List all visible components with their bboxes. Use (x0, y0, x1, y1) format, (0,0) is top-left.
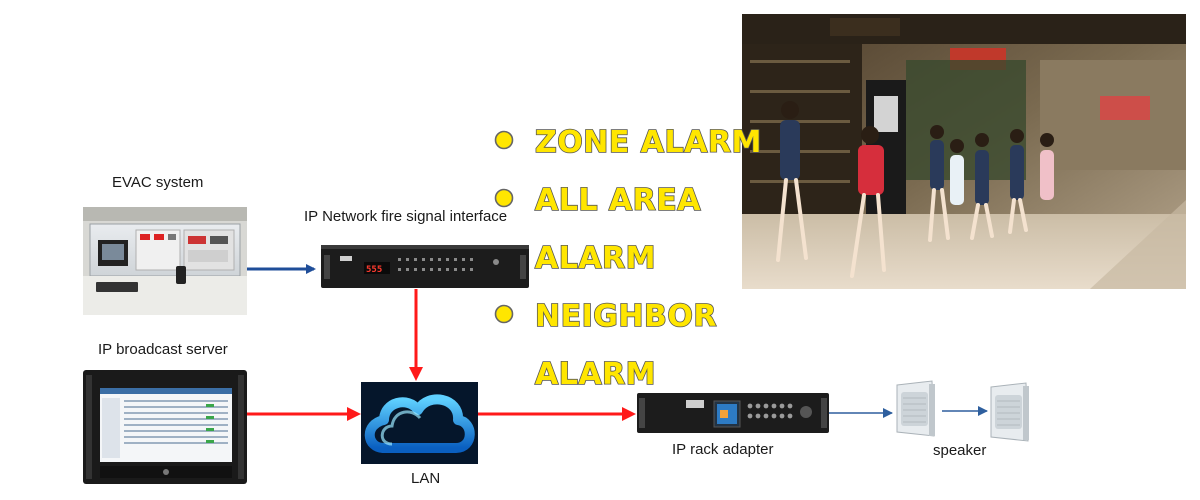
speaker-label: speaker (933, 442, 987, 459)
alarm-mode-item: NEIGHBOR ALARM (494, 298, 717, 393)
alarm-mode-list: ZONE ALARM ALL AREA ALARM NEIGHBOR ALARM (494, 124, 762, 393)
evac-system-image (83, 207, 247, 315)
fire-signal-interface-label: IP Network fire signal interface (304, 208, 508, 225)
device-display-readout: 555 (366, 265, 382, 275)
fire-signal-interface-device: 555 (321, 245, 529, 288)
bullet-dot-icon (494, 304, 514, 324)
lan-label: LAN (411, 470, 441, 487)
broadcast-server-device (83, 370, 247, 484)
bullet-dot-icon (494, 188, 514, 208)
rack-adapter-device (637, 393, 829, 433)
wall-speaker-icon (990, 382, 1029, 442)
bullet-dot-icon (494, 130, 514, 150)
shopping-mall-photo (742, 14, 1186, 289)
alarm-mode-line: ALARM (535, 241, 656, 276)
wall-speaker-icon (896, 380, 935, 437)
rack-adapter-label: IP rack adapter (672, 441, 774, 458)
alarm-mode-item: ALL AREA ALARM (494, 182, 702, 277)
alarm-mode-line: ALL AREA (535, 183, 701, 218)
lan-cloud-icon (361, 382, 478, 464)
alarm-mode-line: NEIGHBOR (535, 299, 717, 334)
alarm-mode-line: ALARM (535, 357, 656, 392)
alarm-mode-line: ZONE ALARM (535, 125, 762, 160)
evac-system-label: EVAC system (112, 174, 204, 191)
broadcast-server-label: IP broadcast server (98, 341, 228, 358)
alarm-mode-item: ZONE ALARM (494, 124, 762, 161)
